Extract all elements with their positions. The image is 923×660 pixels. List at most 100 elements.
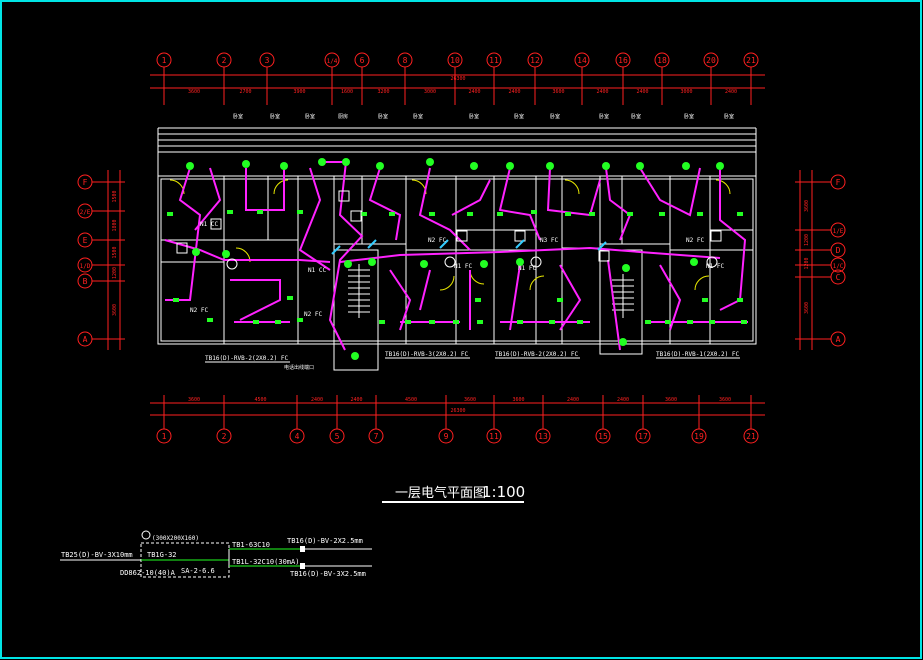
- socket-1: [167, 212, 173, 216]
- light-24: [351, 352, 359, 360]
- vdim-5: 3600: [112, 304, 118, 316]
- fc-label-2: N2 FC: [190, 307, 208, 314]
- socket-34: [737, 212, 743, 216]
- svg-text:F: F: [83, 178, 88, 187]
- socket-27: [497, 212, 503, 216]
- room-label-12: 卧室: [684, 113, 694, 120]
- left-axis-3: E: [77, 232, 125, 248]
- room-label-11: 卧室: [631, 113, 641, 120]
- light-20: [480, 260, 488, 268]
- top-axis-2: 2: [216, 52, 232, 105]
- bottom-axis-9: 15: [595, 395, 611, 444]
- room-label-13: 卧室: [724, 113, 734, 120]
- light-17: [344, 260, 352, 268]
- top-axis-9: 12: [527, 52, 543, 105]
- svg-text:13: 13: [538, 432, 548, 441]
- top-axis-14: 21: [743, 52, 759, 105]
- socket-3: [207, 318, 213, 322]
- socket-33: [697, 212, 703, 216]
- svg-text:11: 11: [489, 56, 499, 65]
- svg-text:F: F: [836, 178, 841, 187]
- light-13: [682, 162, 690, 170]
- bottom-axis-3: 4: [289, 395, 305, 444]
- light-19: [420, 260, 428, 268]
- bottom-axis-7: 11: [486, 395, 502, 444]
- cable-note-4: TB16(D)-RVB-1(2X0.2) FC: [656, 351, 739, 358]
- schematic-out-1: TB16(D)-BV-2X2.5mm: [287, 537, 363, 545]
- top-axis-3: 3: [259, 52, 275, 105]
- fan-symbol-3: [530, 256, 542, 268]
- door-arcs: [169, 179, 731, 291]
- left-axis-1: F: [77, 174, 125, 190]
- light-23: [690, 258, 698, 266]
- bottom-axis-5: 7: [368, 395, 384, 444]
- bottom-axis-2: 2: [216, 395, 232, 444]
- socket-17: [687, 320, 693, 324]
- svg-text:2: 2: [222, 432, 227, 441]
- svg-text:18: 18: [657, 56, 667, 65]
- svg-text:1/C: 1/C: [833, 263, 844, 270]
- dim-7: 3600: [512, 397, 524, 403]
- bottom-axis-12: 21: [743, 395, 759, 444]
- cable-note-5: 电话出线端口: [284, 364, 314, 371]
- socket-5: [275, 320, 281, 324]
- socket-36: [702, 298, 708, 302]
- socket-14: [577, 320, 583, 324]
- wiring: [164, 161, 748, 351]
- socket-39: [287, 296, 293, 300]
- svg-text:1/4: 1/4: [327, 58, 338, 65]
- dim-3: 2400: [311, 397, 323, 403]
- light-4: [318, 158, 326, 166]
- top-axis-4: 1/4: [324, 52, 340, 105]
- dim-8: 2400: [567, 397, 579, 403]
- junction-box-7: [338, 190, 350, 202]
- cable-note-1: TB16(D)-RVB-2(2X0.2) FC: [205, 355, 288, 362]
- light-2: [242, 160, 250, 168]
- dim-8: 2400: [508, 89, 520, 95]
- bottom-axis-8: 13: [535, 395, 551, 444]
- light-15: [192, 248, 200, 256]
- light-7: [426, 158, 434, 166]
- top-axis-12: 18: [654, 52, 670, 105]
- dim-4: 2400: [350, 397, 362, 403]
- socket-24: [389, 212, 395, 216]
- light-8: [470, 162, 478, 170]
- top-axis-5: 6: [354, 52, 370, 105]
- schematic-box-type: DD862-10(40)A: [120, 569, 176, 577]
- junction-box-5: [710, 230, 722, 242]
- svg-text:15: 15: [598, 432, 608, 441]
- svg-text:4: 4: [295, 432, 300, 441]
- schematic-out-2: TB16(D)-BV-3X2.5mm: [290, 570, 366, 578]
- light-11: [602, 162, 610, 170]
- svg-text:2: 2: [222, 56, 227, 65]
- cable-note-2: TB16(D)-RVB-3(2X0.2) FC: [385, 351, 468, 358]
- socket-4: [253, 320, 259, 324]
- dim-11: 3600: [719, 397, 731, 403]
- light-14: [716, 162, 724, 170]
- dim-7: 2400: [468, 89, 480, 95]
- socket-22: [297, 210, 303, 214]
- room-label-3: 卧室: [305, 113, 315, 120]
- socket-7: [379, 320, 385, 324]
- bottom-axis-10: 17: [635, 395, 651, 444]
- cable-note-3: TB16(D)-RVB-2(2X0.2) FC: [495, 351, 578, 358]
- top-axis-7: 10: [447, 52, 463, 105]
- fc-label-5: N2 FC: [428, 237, 446, 244]
- phone-outlet-2: [367, 239, 377, 249]
- room-label-10: 卧室: [599, 113, 609, 120]
- light-22: [622, 264, 630, 272]
- room-labels: 卧室卧室卧室厨房卧室卧室卧室卧室卧室卧室卧室卧室卧室: [233, 113, 734, 120]
- svg-text:20: 20: [706, 56, 716, 65]
- top-axis-6: 8: [397, 52, 413, 105]
- schematic-main-breaker: TB1G-32: [147, 551, 177, 559]
- dim-10: 2400: [596, 89, 608, 95]
- dim-9: 3600: [552, 89, 564, 95]
- socket-25: [429, 212, 435, 216]
- floor-plan-walls: [157, 127, 757, 371]
- socket-11: [477, 320, 483, 324]
- bottom-overall-dim: 26300: [450, 408, 465, 414]
- cable-notes: TB16(D)-RVB-2(2X0.2) FC TB16(D)-RVB-3(2X…: [205, 351, 740, 371]
